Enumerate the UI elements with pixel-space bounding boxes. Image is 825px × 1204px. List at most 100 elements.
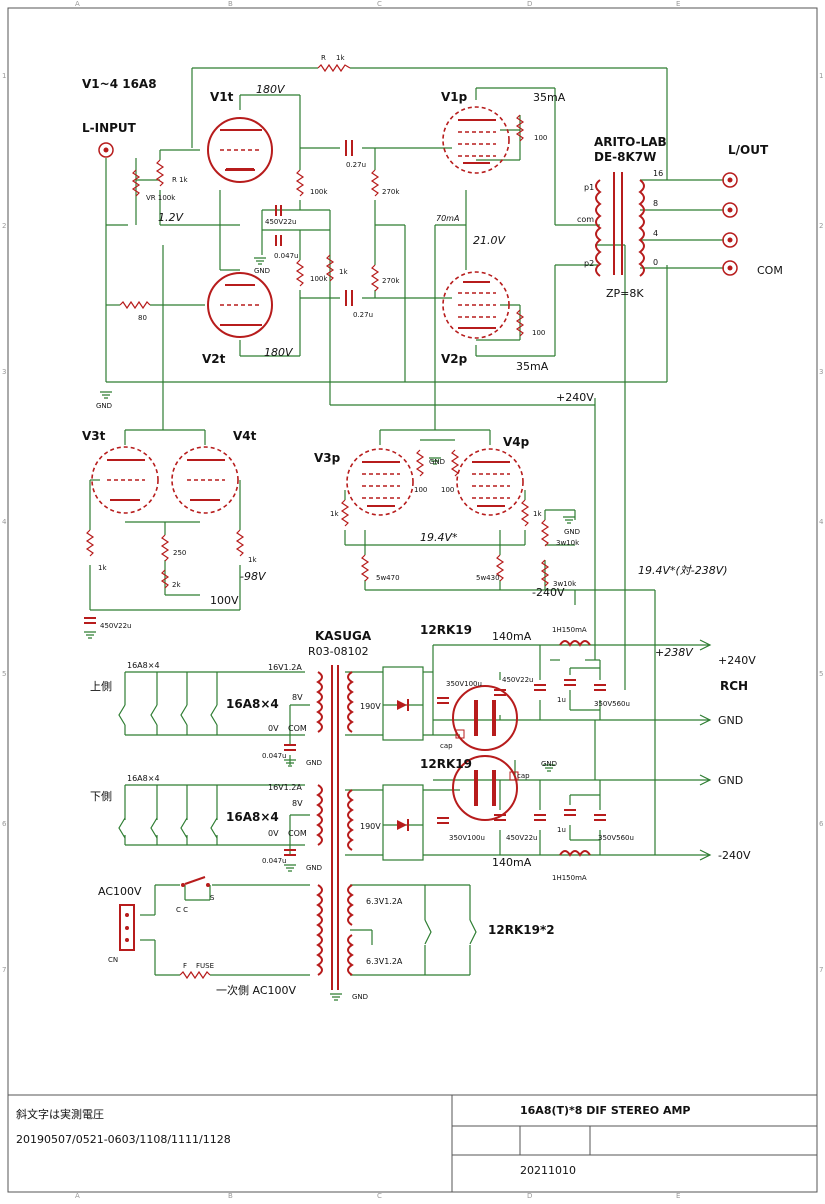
v3t-label: V3t: [82, 429, 106, 443]
bias-voltage-a: 19.4V*: [420, 531, 458, 544]
vr2k-value: 2k: [172, 581, 181, 589]
screen-voltage: 21.0V: [473, 234, 506, 247]
heater-lower-small: 16A8×4: [127, 774, 160, 783]
cap-upper-label: cap: [440, 742, 453, 750]
gnd-psu-label: GND: [541, 760, 557, 768]
c350v560u-b-value: 350V560u: [598, 834, 634, 842]
primary-label: 一次側 AC100V: [216, 983, 297, 997]
tap-8-label: 8: [653, 199, 658, 208]
l1h150-a-value: 1H150mA: [552, 626, 587, 634]
r5w470-value: 5w470: [376, 574, 400, 582]
rail-gnd-lower-label: GND: [718, 774, 743, 787]
r3w10k-b-value: 3w10k: [553, 580, 577, 588]
grid-row-2-r: 2: [819, 222, 823, 230]
sec-16v-upper: 16V1.2A: [268, 663, 302, 672]
tubes-type-label: V1~4 16A8: [82, 77, 157, 91]
psu-wiring: [124, 644, 710, 976]
gnd-pp-label: GND: [429, 458, 445, 466]
l1h150-b-value: 1H150mA: [552, 874, 587, 882]
c450v22u-c-value: 450V22u: [502, 676, 534, 684]
tube-v1t: [207, 117, 273, 183]
c0047-value: 0.047u: [274, 252, 298, 260]
grid-col-c: C: [377, 0, 382, 8]
ot-maker-label: ARITO-LAB: [594, 135, 667, 149]
tube-v4p: [456, 448, 524, 516]
fuse-label: FUSE: [196, 962, 214, 970]
grid-row-4-r: 4: [819, 518, 824, 526]
title-block: 16A8(T)*8 DIF STEREO AMP 斜文字は実測電圧 201905…: [8, 1094, 817, 1192]
r100k-b-value: 100k: [310, 275, 328, 283]
sec-com-upper: COM: [288, 724, 307, 733]
cn-label: CN: [108, 956, 118, 964]
f-label: F: [183, 962, 187, 970]
grid-row-3: 3: [2, 368, 6, 376]
jacks: [98, 142, 738, 276]
rail-minus240-label: -240V: [718, 849, 751, 862]
resistors: [85, 63, 550, 980]
grid-col-d: D: [527, 0, 532, 8]
tap-0-label: 0: [653, 258, 658, 267]
heater-upper-small: 16A8×4: [127, 661, 160, 670]
heater-upper-label: 上側: [90, 680, 112, 693]
gnd-main-label: GND: [96, 402, 112, 410]
grid-row-5: 5: [2, 670, 6, 678]
rail-gnd-upper-label: GND: [718, 714, 743, 727]
c350v100u-a-value: 350V100u: [446, 680, 482, 688]
r-top-label: R: [321, 54, 326, 62]
rectifier-lower-label: 12RK19: [420, 757, 472, 771]
rail-arrows: [699, 639, 712, 861]
v2t-label: V2t: [202, 352, 226, 366]
title-date: 20211010: [520, 1164, 576, 1177]
tap-4-label: 4: [653, 229, 658, 238]
r5w430-value: 5w430: [476, 574, 500, 582]
r1k-input-value: R 1k: [172, 176, 189, 184]
gnd-bias-label: GND: [564, 528, 580, 536]
grid-row-3-r: 3: [819, 368, 823, 376]
grid-row-1-r: 1: [819, 72, 823, 80]
sec-com-lower: COM: [288, 829, 307, 838]
heater-lower-tag: 16A8×4: [226, 810, 279, 824]
ot-com-label: com: [577, 215, 594, 224]
grid-col-a-bottom: A: [75, 1192, 80, 1200]
ground-symbols: [84, 257, 575, 1001]
v1p-label: V1p: [441, 90, 468, 104]
cap-lower-label: cap: [517, 772, 530, 780]
v3p-label: V3p: [314, 451, 341, 465]
grid-row-6-r: 6: [819, 820, 824, 828]
grid-row-7-r: 7: [819, 966, 823, 974]
r250-value: 250: [173, 549, 186, 557]
sec-63v-a: 6.3V1.2A: [366, 897, 403, 906]
c450v22u-d-value: 450V22u: [506, 834, 538, 842]
plus238-voltage: +238V: [655, 646, 694, 659]
plus240-node: +240V: [556, 391, 594, 404]
rectifier-upper-label: 12RK19: [420, 623, 472, 637]
r1k-mid-value: 1k: [339, 268, 348, 276]
v1p-current: 35mA: [533, 91, 566, 104]
ot-p2-label: p2: [584, 259, 594, 268]
r270k-b-value: 270k: [382, 277, 400, 285]
minus240-node: -240V: [532, 586, 565, 599]
r1k-v3-value: 1k: [98, 564, 107, 572]
v2p-label: V2p: [441, 352, 468, 366]
c027b-value: 0.27u: [353, 311, 373, 319]
pt-model-label: R03-08102: [308, 645, 369, 658]
r1k-g4-value: 1k: [533, 510, 542, 518]
r100-b-value: 100: [532, 329, 545, 337]
sec-63v-b: 6.3V1.2A: [366, 957, 403, 966]
r100-a-value: 100: [534, 134, 547, 142]
power-switch: [181, 876, 210, 887]
chokes: [559, 640, 591, 857]
grid-col-d-bottom: D: [527, 1192, 532, 1200]
kasuga-label: KASUGA: [315, 629, 372, 643]
output-label: L/OUT: [728, 143, 769, 157]
ot-model-label: DE-8K7W: [594, 150, 656, 164]
tube-v1p: [442, 106, 510, 174]
grid-col-e: E: [676, 0, 680, 8]
v2p-current: 35mA: [516, 360, 549, 373]
sec-0v-upper: 0V: [268, 724, 279, 733]
vr100k-value: VR 100k: [146, 194, 176, 202]
grid-col-e-bottom: E: [676, 1192, 680, 1200]
r100-c-value: 100: [414, 486, 427, 494]
